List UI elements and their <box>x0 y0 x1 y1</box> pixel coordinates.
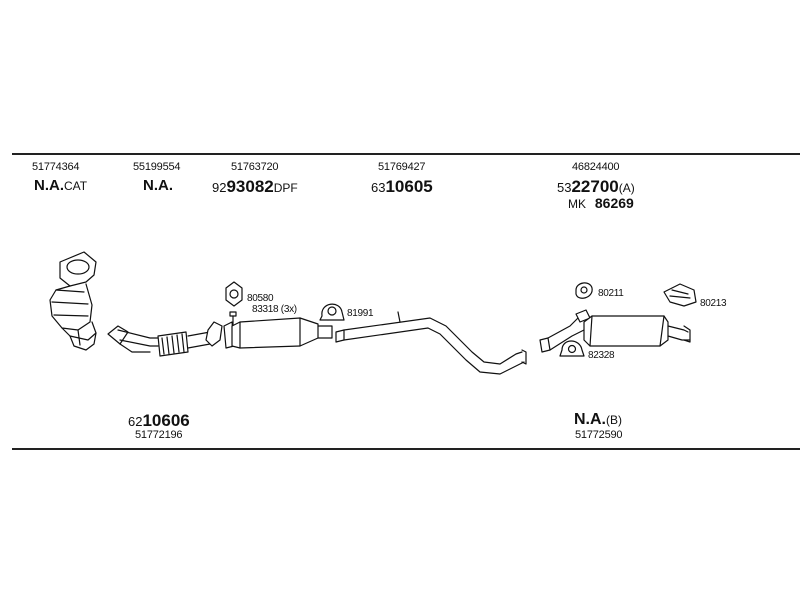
part-number-rear-section: 51772590 <box>575 429 623 441</box>
code-middle-pipe-main: 10605 <box>385 177 433 196</box>
rubber-mount-part <box>664 284 696 306</box>
code-rear-silencer-suffix: (A) <box>618 181 635 195</box>
code-mounting-kit: MK 86269 <box>568 196 634 212</box>
part-number-rear-silencer: 46824400 <box>572 161 620 173</box>
code-front-section-prefix: 62 <box>128 414 143 429</box>
label-hanger-top: 80211 <box>598 288 624 299</box>
code-catalyst-main: N.A. <box>34 177 64 194</box>
code-dpf: 9293082DPF <box>212 178 298 196</box>
code-rear-section: N.A.(B) <box>574 412 622 428</box>
code-front-section-main: 10606 <box>142 411 190 430</box>
diesel-particulate-filter <box>224 308 336 348</box>
part-number-front-pipe: 55199554 <box>133 161 181 173</box>
code-mounting-kit-main: 86269 <box>594 195 634 211</box>
code-catalyst-suffix: CAT <box>64 179 88 193</box>
code-rear-silencer: 5322700(A) <box>557 178 635 196</box>
code-mounting-kit-prefix: MK <box>568 197 586 211</box>
code-rear-silencer-main: 22700 <box>571 177 619 196</box>
code-rear-section-suffix: (B) <box>606 413 622 427</box>
label-clamp-front: 81991 <box>347 308 374 319</box>
catalytic-converter <box>50 252 96 350</box>
code-front-pipe: N.A. <box>143 177 173 194</box>
part-number-middle-pipe: 51769427 <box>378 161 426 173</box>
part-number-dpf: 51763720 <box>231 161 279 173</box>
gasket-part <box>226 282 242 306</box>
part-number-front-section: 51772196 <box>135 429 183 441</box>
rear-clamp-part <box>560 341 584 356</box>
code-rear-section-main: N.A. <box>574 411 606 428</box>
code-dpf-prefix: 92 <box>212 180 227 195</box>
hanger-part <box>576 283 592 298</box>
label-rubber-mount: 80213 <box>700 298 727 309</box>
front-clamp-part <box>320 304 344 320</box>
label-bolts: 83318 (3x) <box>252 304 297 315</box>
code-catalyst: N.A.CAT <box>34 178 87 194</box>
top-divider <box>12 153 800 155</box>
code-middle-pipe-prefix: 63 <box>371 180 386 195</box>
rear-silencer <box>540 310 690 352</box>
code-front-section: 6210606 <box>128 412 190 430</box>
bottom-divider <box>12 448 800 450</box>
part-number-catalyst: 51774364 <box>32 161 80 173</box>
label-gasket: 80580 <box>247 293 274 304</box>
label-clamp-rear: 82328 <box>588 350 615 361</box>
code-middle-pipe: 6310605 <box>371 178 433 196</box>
code-rear-silencer-prefix: 53 <box>557 180 572 195</box>
code-dpf-suffix: DPF <box>273 181 298 195</box>
code-dpf-main: 93082 <box>226 177 274 196</box>
middle-pipe <box>336 312 526 374</box>
front-pipe <box>108 322 222 356</box>
bolt-part <box>230 312 236 326</box>
